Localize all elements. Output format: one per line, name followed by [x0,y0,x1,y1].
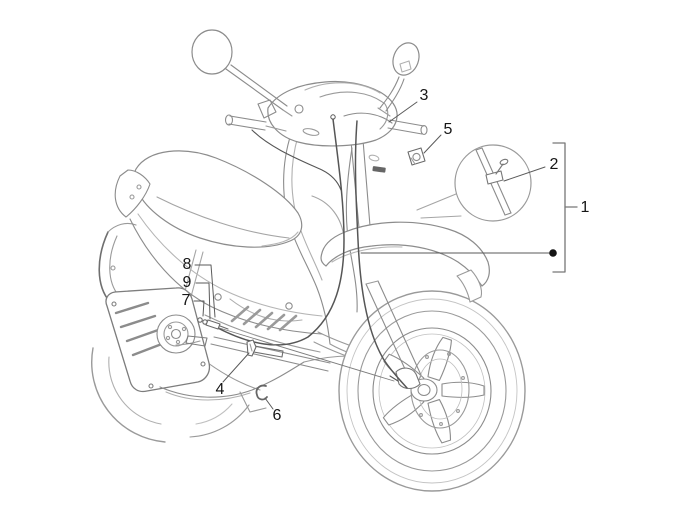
leader-2 [503,166,546,182]
rear-hub [156,314,201,354]
control-cables [215,114,408,389]
part-7-8-9-adjusters [197,317,229,330]
detail-circle [416,144,532,222]
leader-5 [423,134,442,154]
callout-label-3: 3 [419,87,429,104]
rear-fender [98,222,137,303]
leader-4 [222,352,250,383]
callout-label-5: 5 [443,121,453,138]
handlebar-grips [224,112,428,136]
front-wheel [338,290,526,492]
leader-6 [264,397,274,410]
part-2-clamp [485,158,509,185]
brake-lever [343,112,393,124]
leader-9 [195,282,211,320]
callout-label-6: 6 [272,407,282,424]
leader-3 [388,101,418,123]
rear-carrier [114,169,151,218]
callout-label-7: 7 [181,292,191,309]
left-mirror [191,29,233,75]
seat [133,150,303,248]
leader-7 [193,300,205,317]
part-6-ring [255,384,268,401]
callout-label-4: 4 [215,381,225,398]
part-5-clip [407,147,426,166]
front-fender [320,221,490,303]
reference-dot [549,249,557,257]
right-mirror [392,42,420,76]
callout-label-2: 2 [549,156,559,173]
part-4-cable-clip [246,339,257,357]
callout-label-9: 9 [182,274,192,291]
callout-1-bracket [360,142,578,273]
handlebar-cowl [257,80,398,173]
mirrors [191,29,420,117]
callout-label-8: 8 [182,256,192,273]
leader-lines [193,101,546,410]
callout-label-1: 1 [580,199,590,216]
leader-8 [194,264,216,318]
brand-badge [372,166,386,173]
